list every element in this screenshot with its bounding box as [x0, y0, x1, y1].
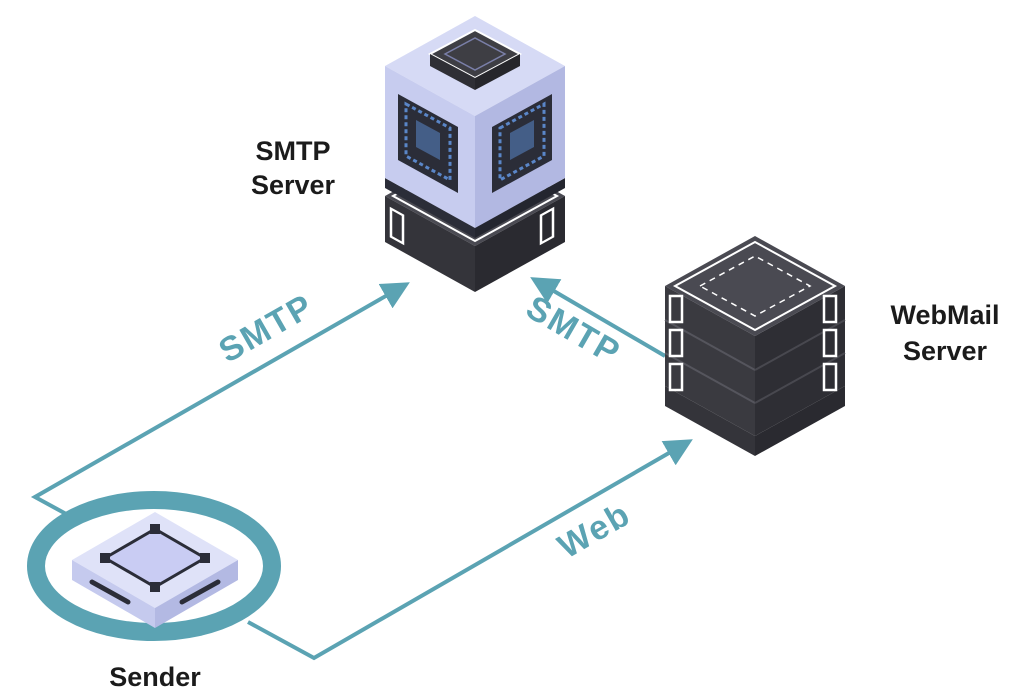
webmail-server-label-line2: Server	[903, 336, 988, 366]
webmail-server-label-line1: WebMail	[890, 300, 999, 330]
sender-to-webmail-label: Web	[552, 495, 638, 566]
edge-webmail-to-smtp: SMTP	[520, 277, 667, 373]
webmail-to-smtp-arrow	[530, 277, 667, 358]
webmail-server-label: WebMail Server	[890, 300, 999, 366]
edge-sender-to-webmail: Web	[247, 439, 693, 661]
sender-to-smtp-label: SMTP	[213, 287, 321, 371]
sender-device-icon	[72, 512, 238, 628]
smtp-server-label-line1: SMTP	[255, 136, 330, 166]
sender-label: Sender	[109, 662, 201, 692]
server-rack-icon	[664, 236, 846, 456]
sender-to-webmail-arrow	[247, 439, 693, 661]
mail-server-icon	[385, 16, 565, 292]
smtp-server-label-line2: Server	[251, 170, 336, 200]
smtp-server-label: SMTP Server	[251, 136, 336, 200]
sender-to-smtp-arrow	[30, 282, 410, 517]
sender-ring	[27, 491, 281, 641]
edge-sender-to-smtp: SMTP	[30, 282, 410, 517]
